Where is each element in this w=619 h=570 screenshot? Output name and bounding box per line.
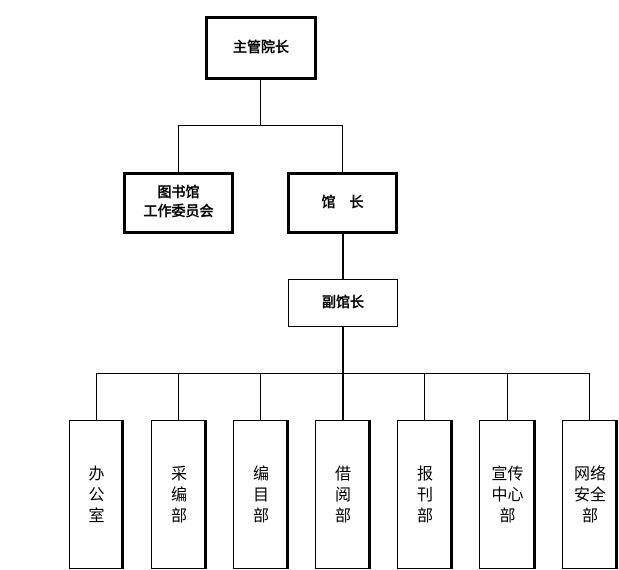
- committee-label: 图书馆 工作委员会: [143, 185, 214, 220]
- department-label-6: 宣传 中心 部: [491, 464, 524, 525]
- connector-dept-5: [424, 373, 425, 420]
- department-label-4: 借 阅 部: [334, 464, 351, 525]
- connector-to-committee: [178, 125, 179, 173]
- connector-dept-2: [178, 373, 179, 420]
- connector-level2-horizontal: [178, 125, 343, 126]
- deputy-director-box: 副馆长: [288, 279, 398, 327]
- connector-deputy-bus: [342, 327, 344, 374]
- department-label-1: 办 公 室: [88, 464, 105, 525]
- top-director-label: 主管院长: [233, 39, 289, 56]
- department-label-3: 编 目 部: [252, 464, 269, 525]
- department-label-5: 报 刊 部: [416, 464, 433, 525]
- deputy-director-label: 副馆长: [322, 294, 364, 311]
- connector-top-down: [260, 79, 261, 126]
- connector-dept-3: [260, 373, 261, 420]
- department-box-3: 编 目 部: [233, 420, 289, 569]
- department-box-1: 办 公 室: [69, 420, 124, 569]
- department-box-7: 网络 安全 部: [562, 420, 618, 569]
- connector-dept-4: [342, 373, 344, 420]
- connector-dept-6: [507, 373, 508, 420]
- top-director-box: 主管院长: [205, 16, 317, 80]
- department-label-7: 网络 安全 部: [573, 464, 606, 525]
- director-box: 馆 长: [287, 172, 398, 234]
- department-box-2: 采 编 部: [151, 420, 207, 569]
- director-label: 馆 长: [321, 194, 364, 211]
- connector-director-deputy: [342, 233, 344, 279]
- connector-to-director: [342, 125, 343, 173]
- department-label-2: 采 编 部: [170, 464, 187, 525]
- department-box-6: 宣传 中心 部: [479, 420, 536, 569]
- committee-box: 图书馆 工作委员会: [123, 172, 234, 234]
- connector-dept-1: [96, 373, 97, 420]
- connector-dept-7: [589, 373, 590, 420]
- department-box-5: 报 刊 部: [397, 420, 453, 569]
- department-box-4: 借 阅 部: [315, 420, 371, 569]
